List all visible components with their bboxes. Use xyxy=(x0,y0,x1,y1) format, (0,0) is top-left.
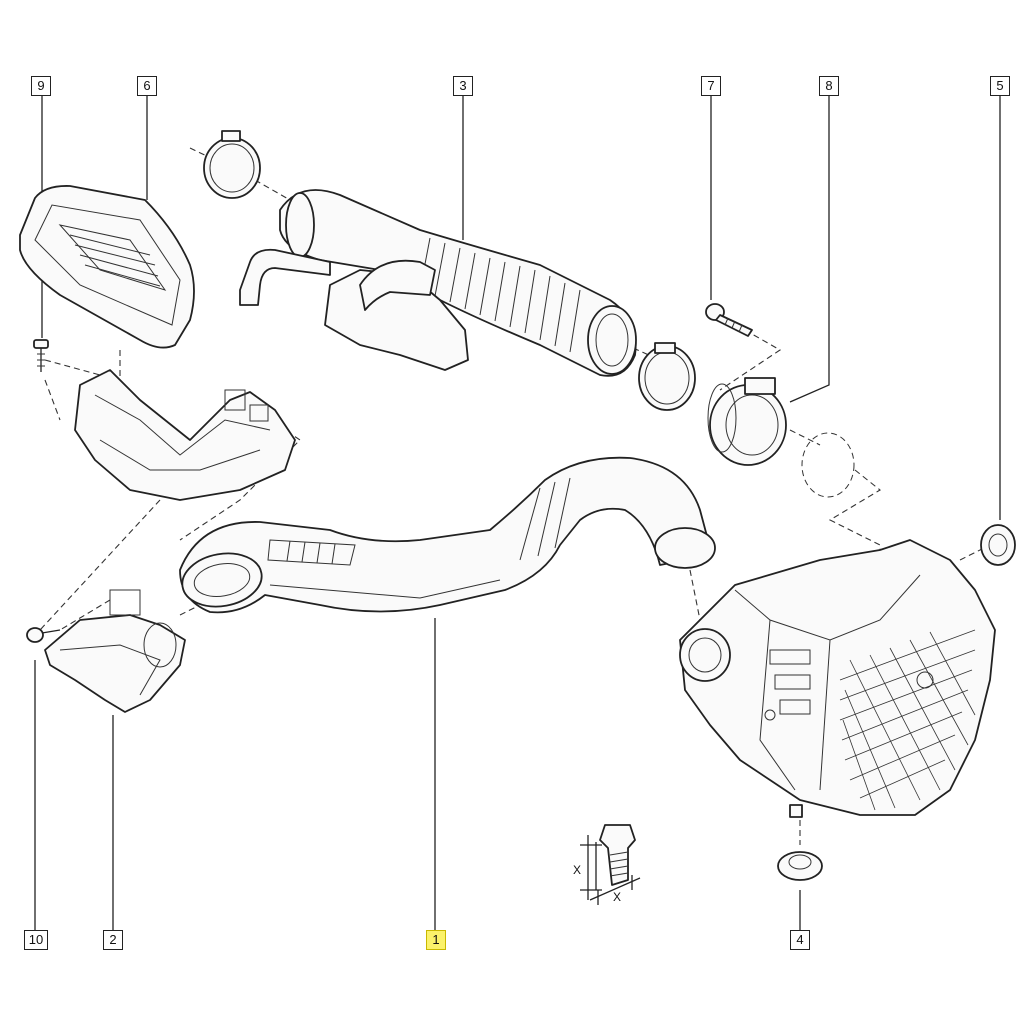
hose-clamp-2 xyxy=(638,342,696,411)
part-9-screw xyxy=(33,339,49,372)
callout-6: 6 xyxy=(137,76,157,96)
callout-7: 7 xyxy=(701,76,721,96)
callout-2: 2 xyxy=(103,930,123,950)
leader-lines xyxy=(34,96,1001,930)
callout-5: 5 xyxy=(990,76,1010,96)
callout-4: 4 xyxy=(790,930,810,950)
part-2-deflector xyxy=(44,589,186,713)
part-10-screw xyxy=(26,627,61,643)
part-5-grommet xyxy=(980,524,1016,566)
callout-3: 3 xyxy=(453,76,473,96)
fastener-detail xyxy=(580,824,641,905)
assembly-dashed-lines xyxy=(39,147,991,845)
callout-1-highlighted: 1 xyxy=(426,930,446,950)
dimension-x-bottom: X xyxy=(613,890,622,904)
air-guide-bracket xyxy=(74,369,296,501)
callout-10: 10 xyxy=(24,930,48,950)
part-7-screw xyxy=(705,303,753,337)
dimension-x-left: X xyxy=(573,863,582,877)
part-4-grommet xyxy=(777,851,823,881)
callout-8: 8 xyxy=(819,76,839,96)
part-6-cover xyxy=(19,185,195,349)
air-filter-housing xyxy=(679,539,996,818)
callout-9: 9 xyxy=(31,76,51,96)
part-1-intake-duct xyxy=(179,456,716,614)
part-8-sensor xyxy=(707,377,855,498)
part-3-hose-assembly xyxy=(203,130,637,377)
